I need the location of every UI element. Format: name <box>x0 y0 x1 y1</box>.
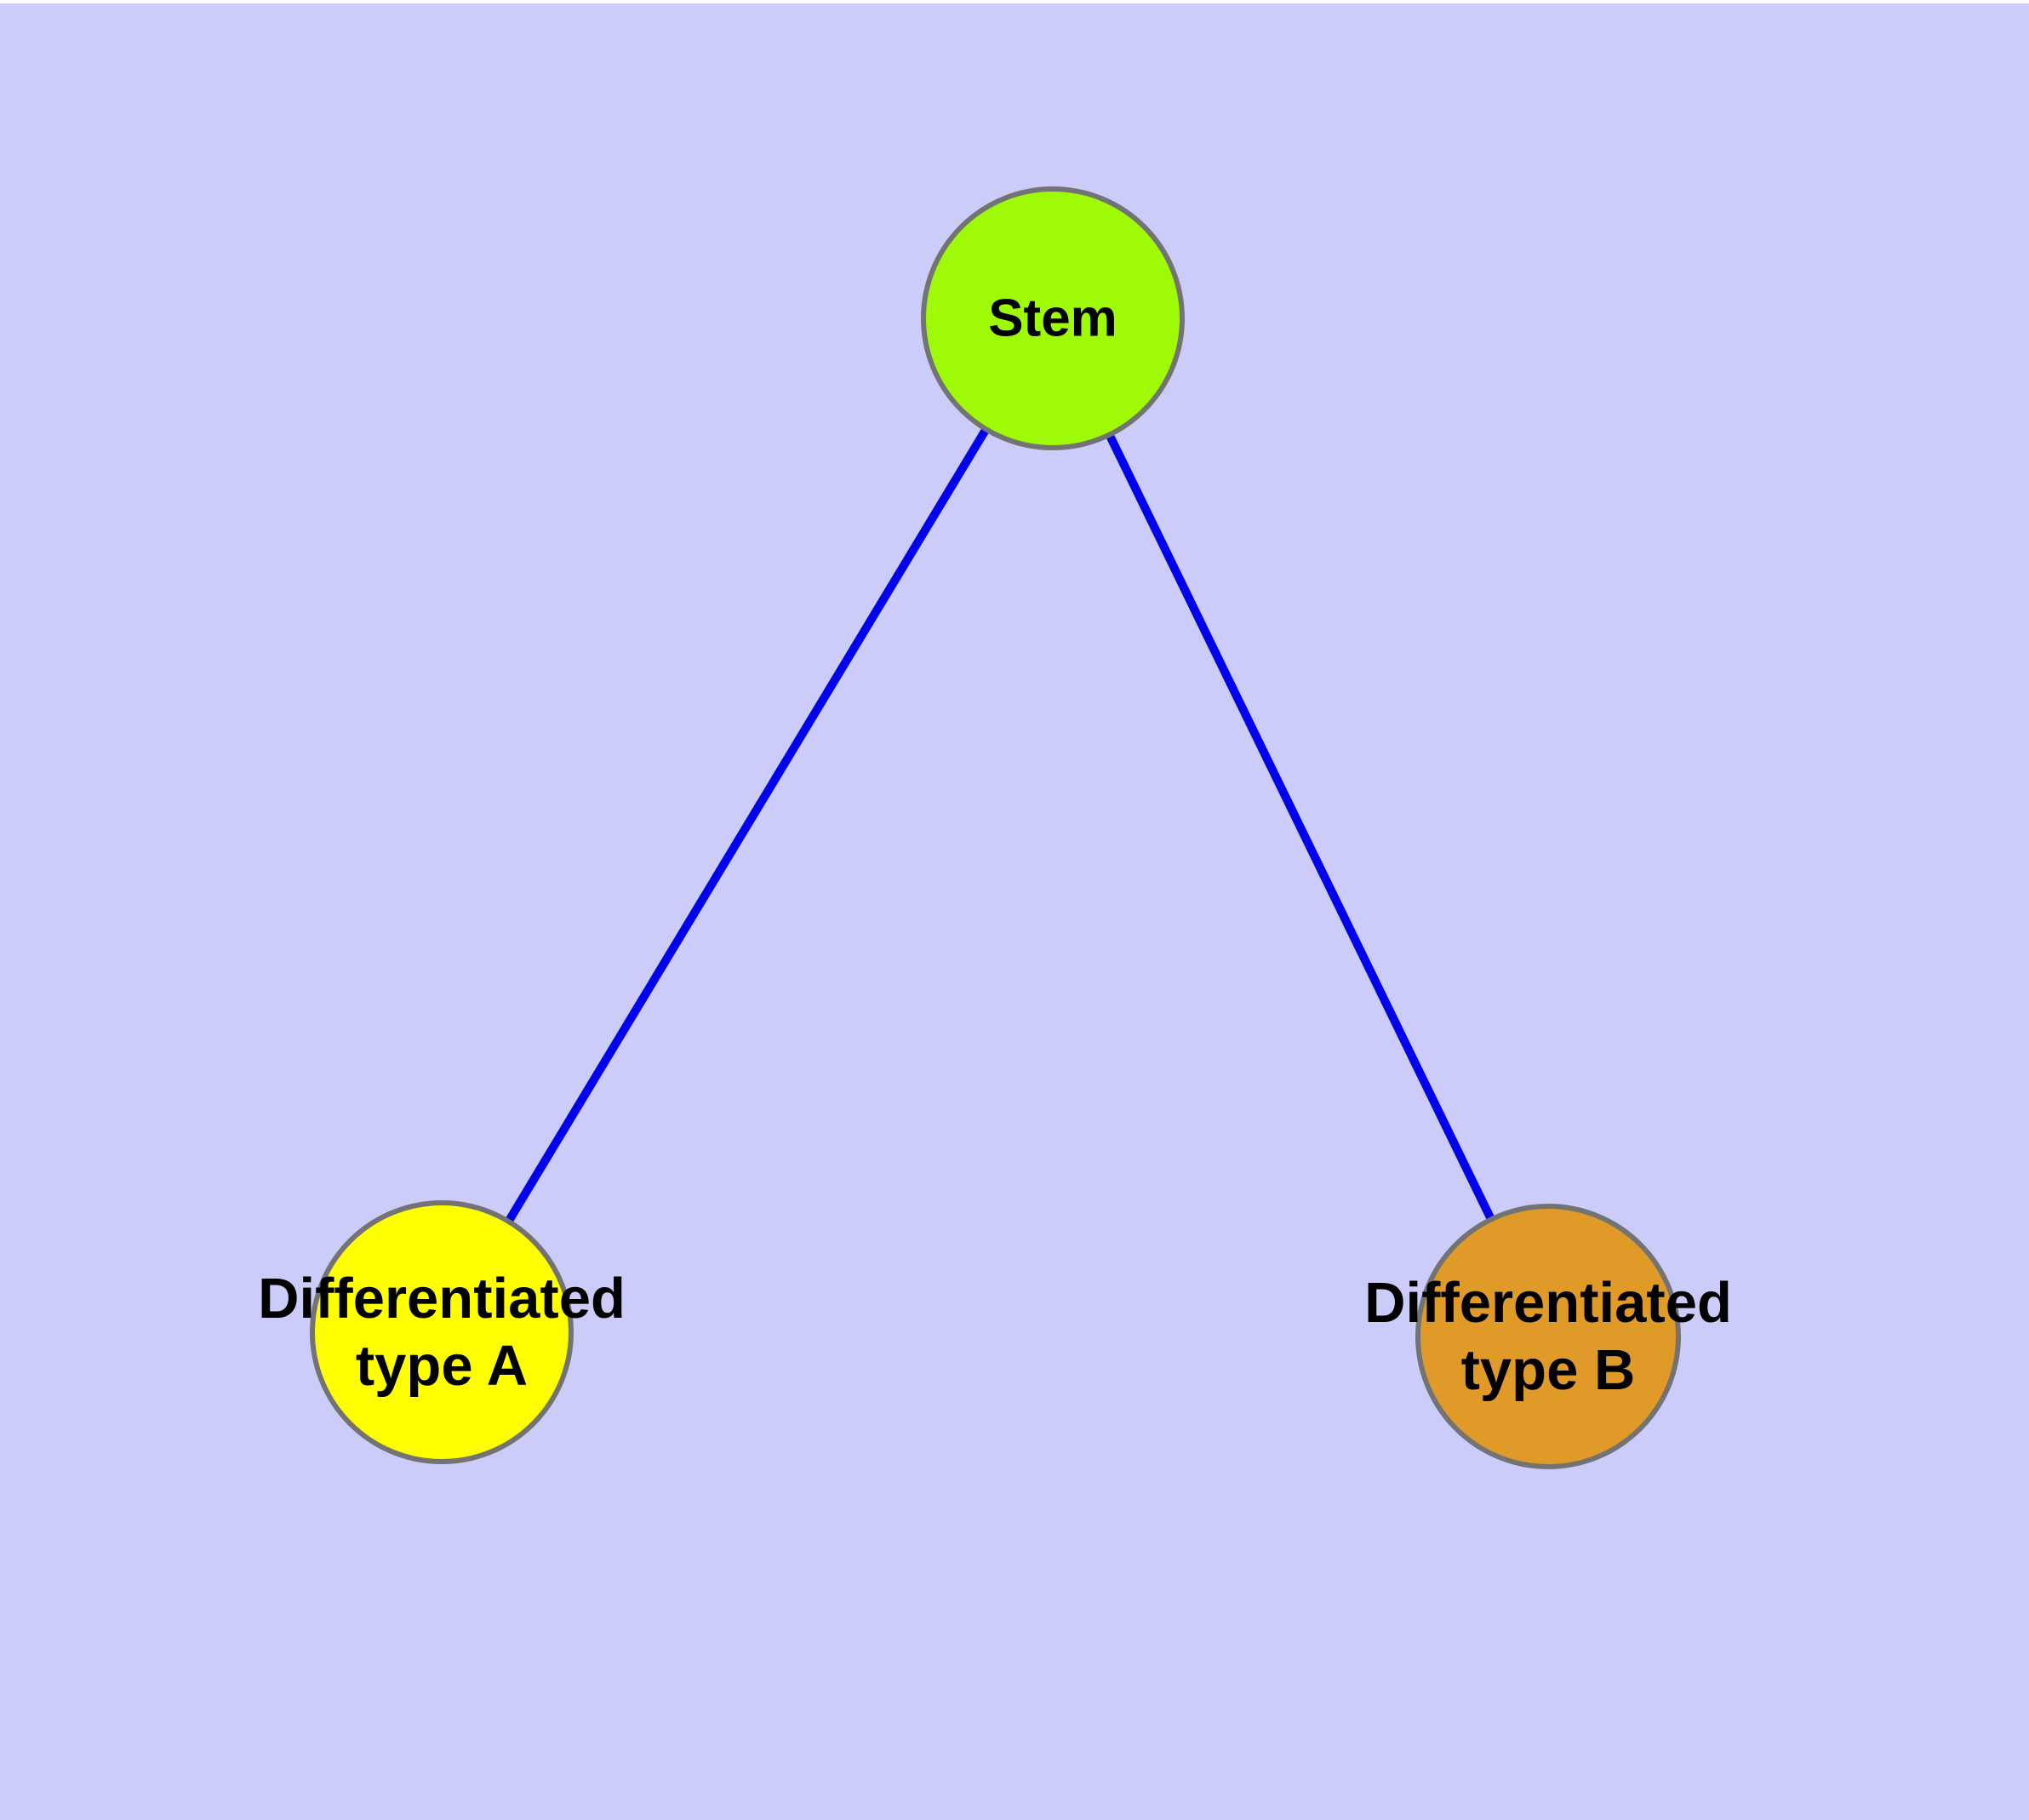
graph-edge <box>1105 431 1496 1223</box>
graph-node-stem[interactable] <box>921 186 1185 450</box>
network-graph <box>310 186 1681 1469</box>
node-layer <box>310 186 1681 1469</box>
graph-node-diff_b[interactable] <box>1415 1204 1681 1469</box>
graph-node-diff_a[interactable] <box>310 1200 574 1464</box>
edge-layer <box>504 425 1496 1226</box>
graph-edge <box>504 425 991 1226</box>
